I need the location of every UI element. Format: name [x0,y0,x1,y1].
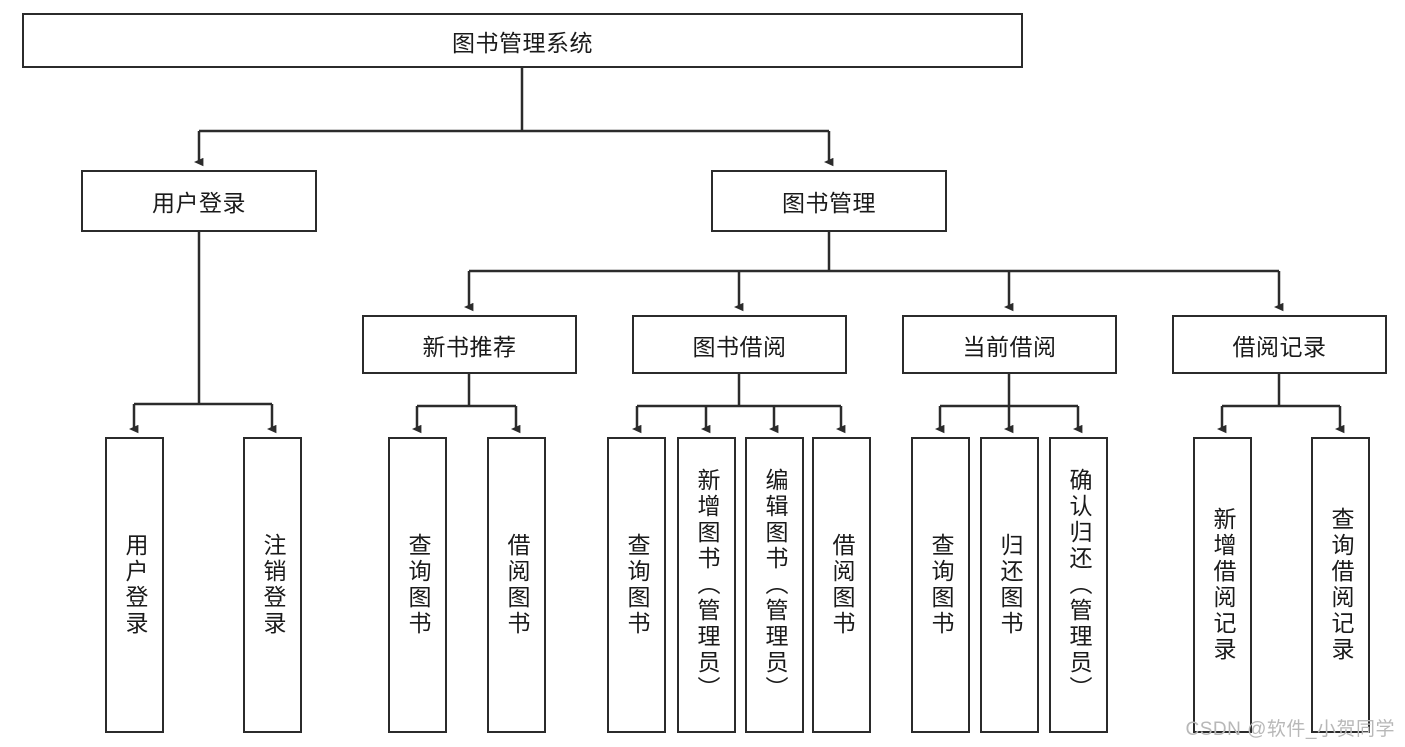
node-label: 新增借阅记录 [1210,507,1236,663]
node-label: 新增图书（管理员） [694,468,720,702]
leaf-current-borrow-return-book[interactable]: 归还图书 [980,437,1039,733]
node-new-book-recommend[interactable]: 新书推荐 [362,315,577,374]
node-label: 查询图书 [624,533,650,637]
node-label: 图书管理系统 [452,29,593,56]
watermark-text: CSDN @软件_小贺同学 [1185,719,1395,740]
leaf-current-borrow-query-book[interactable]: 查询图书 [911,437,970,733]
node-book-management[interactable]: 图书管理 [711,170,947,232]
node-label: 借阅记录 [1232,333,1327,360]
node-label: 借阅图书 [504,533,530,637]
leaf-borrow-record-add-record[interactable]: 新增借阅记录 [1193,437,1252,733]
leaf-new-book-borrow-book[interactable]: 借阅图书 [487,437,546,733]
leaf-user-login-login[interactable]: 用户登录 [105,437,164,733]
leaf-book-borrow-borrow-book[interactable]: 借阅图书 [812,437,871,733]
node-book-borrow[interactable]: 图书借阅 [632,315,847,374]
node-label: 查询借阅记录 [1328,507,1354,663]
node-label: 用户登录 [152,190,246,216]
leaf-book-borrow-query-book[interactable]: 查询图书 [607,437,666,733]
node-borrow-record[interactable]: 借阅记录 [1172,315,1387,374]
node-label: 查询图书 [405,533,431,637]
leaf-current-borrow-confirm-return-admin[interactable]: 确认归还（管理员） [1049,437,1108,733]
node-current-borrow[interactable]: 当前借阅 [902,315,1117,374]
node-label: 归还图书 [997,533,1023,637]
leaf-book-borrow-add-book-admin[interactable]: 新增图书（管理员） [677,437,736,733]
node-root-book-management-system[interactable]: 图书管理系统 [22,13,1023,68]
node-label: 借阅图书 [829,533,855,637]
node-user-login[interactable]: 用户登录 [81,170,317,232]
node-label: 图书借阅 [692,333,787,360]
node-label: 用户登录 [122,533,148,637]
node-label: 编辑图书（管理员） [762,468,788,702]
leaf-book-borrow-edit-book-admin[interactable]: 编辑图书（管理员） [745,437,804,733]
node-label: 当前借阅 [962,333,1057,360]
node-label: 确认归还（管理员） [1066,468,1092,702]
leaf-new-book-query-book[interactable]: 查询图书 [388,437,447,733]
node-label: 查询图书 [928,533,954,637]
leaf-borrow-record-query-record[interactable]: 查询借阅记录 [1311,437,1370,733]
node-label: 图书管理 [782,190,876,216]
node-label: 注销登录 [260,533,286,637]
node-label: 新书推荐 [422,333,517,360]
leaf-user-login-logout[interactable]: 注销登录 [243,437,302,733]
